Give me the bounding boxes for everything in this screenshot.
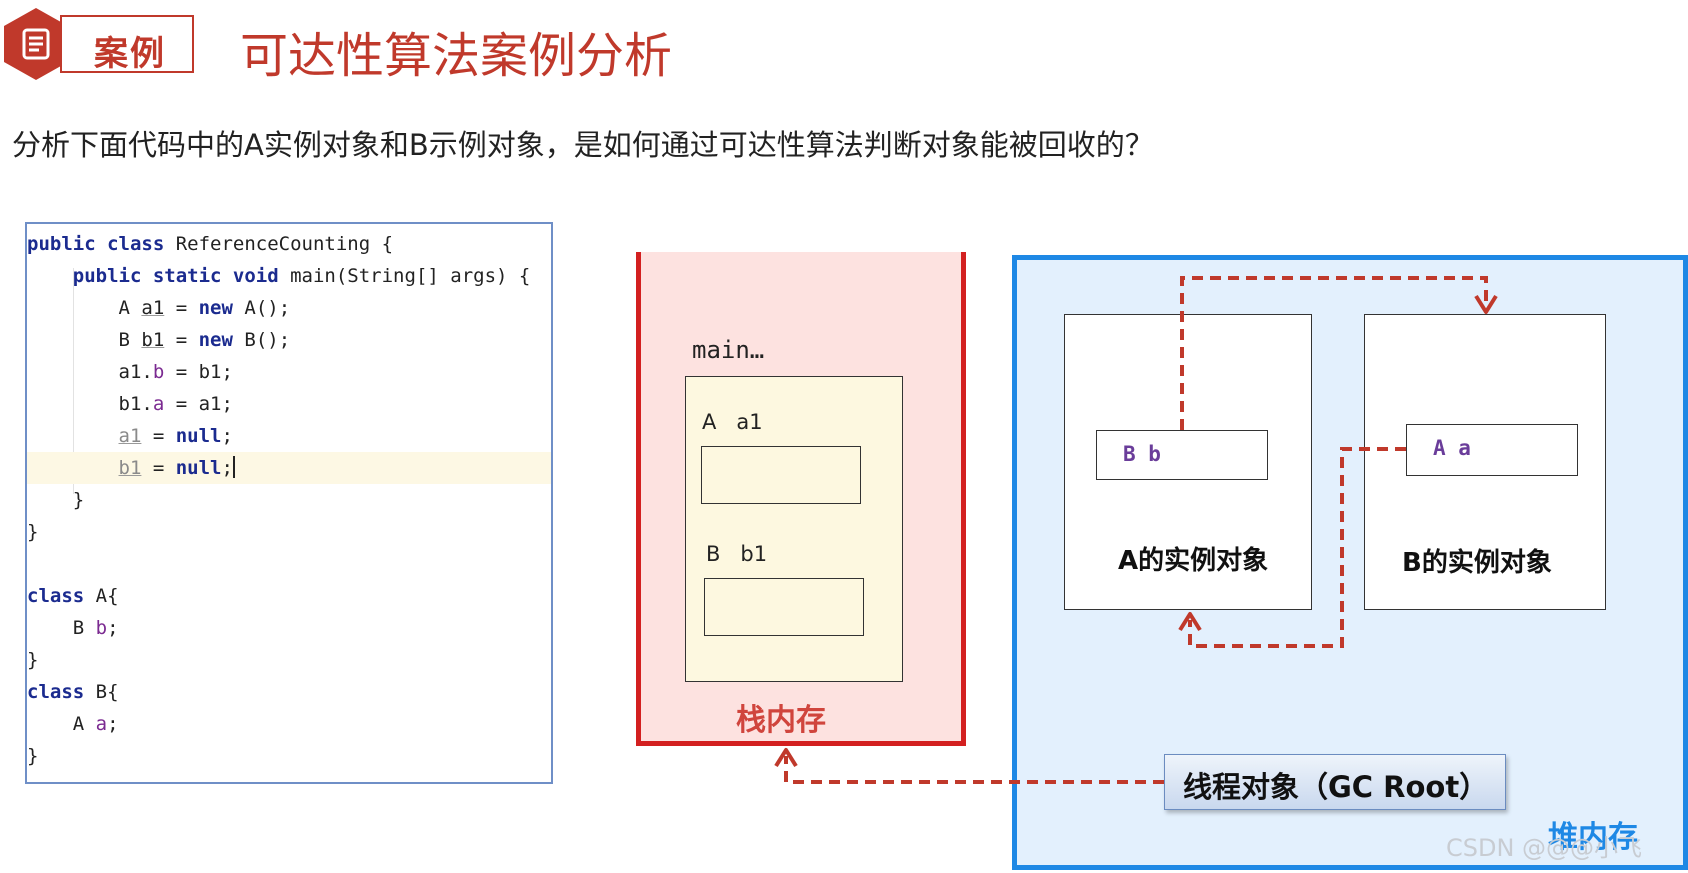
stack-var-a-label: A a1 <box>702 410 763 434</box>
gc-root-thread-object: 线程对象（GC Root） <box>1164 754 1506 810</box>
code-line-current: b1 = null; <box>27 452 551 484</box>
instance-a-field: B b <box>1096 430 1268 480</box>
stack-caption: 栈内存 <box>736 703 826 738</box>
stack-var-b-label: B b1 <box>706 542 768 566</box>
code-line: a1.b = b1; <box>27 361 233 383</box>
code-line: class B{ <box>27 681 119 703</box>
code-line: } <box>27 521 39 543</box>
code-line: b1.a = a1; <box>27 393 233 415</box>
code-line: } <box>27 649 39 671</box>
arrowhead-a-instance <box>1178 612 1202 632</box>
page-title: 可达性算法案例分析 <box>240 28 673 84</box>
case-badge: 案例 <box>60 15 194 74</box>
code-panel: public class ReferenceCounting { public … <box>25 222 553 784</box>
ref-gc-root-to-stack <box>784 756 1164 784</box>
code-line: B b; <box>27 617 119 639</box>
instance-b-label: B的实例对象 <box>1402 548 1552 578</box>
stack-frame-label: main… <box>692 336 765 364</box>
document-icon <box>22 28 50 60</box>
code-line: A a1 = new A(); <box>27 297 291 319</box>
question-text: 分析下面代码中的A实例对象和B示例对象，是如何通过可达性算法判断对象能被回收的？ <box>12 128 1154 162</box>
ref-a-b-to-b-instance <box>1180 276 1488 430</box>
code-line: A a; <box>27 713 119 735</box>
stack-var-b-slot <box>704 578 864 636</box>
instance-b-field: A a <box>1406 424 1578 476</box>
code-line: class A{ <box>27 585 119 607</box>
instance-a-label: A的实例对象 <box>1118 546 1269 576</box>
code-line: public class ReferenceCounting { <box>27 233 394 255</box>
code-line: a1 = null; <box>118 425 233 447</box>
heap-caption: 堆内存 <box>1548 820 1638 855</box>
code-line: } <box>27 489 85 511</box>
arrowhead-stack <box>774 748 798 768</box>
case-badge-hex <box>4 8 68 80</box>
code-line: public static void main(String[] args) { <box>72 265 531 287</box>
watermark: CSDN @@@小飞 <box>1446 834 1643 862</box>
ref-b-a-to-a-instance <box>1188 447 1406 648</box>
text-cursor <box>232 456 235 478</box>
code-line: } <box>27 745 39 767</box>
stack-var-a-slot <box>701 446 861 504</box>
code-line: B b1 = new B(); <box>27 329 291 351</box>
gc-root-label: 线程对象（GC Root） <box>1183 770 1489 804</box>
arrowhead-b-instance <box>1474 294 1498 314</box>
indent-guide <box>73 268 74 494</box>
case-badge-label: 案例 <box>94 34 166 74</box>
